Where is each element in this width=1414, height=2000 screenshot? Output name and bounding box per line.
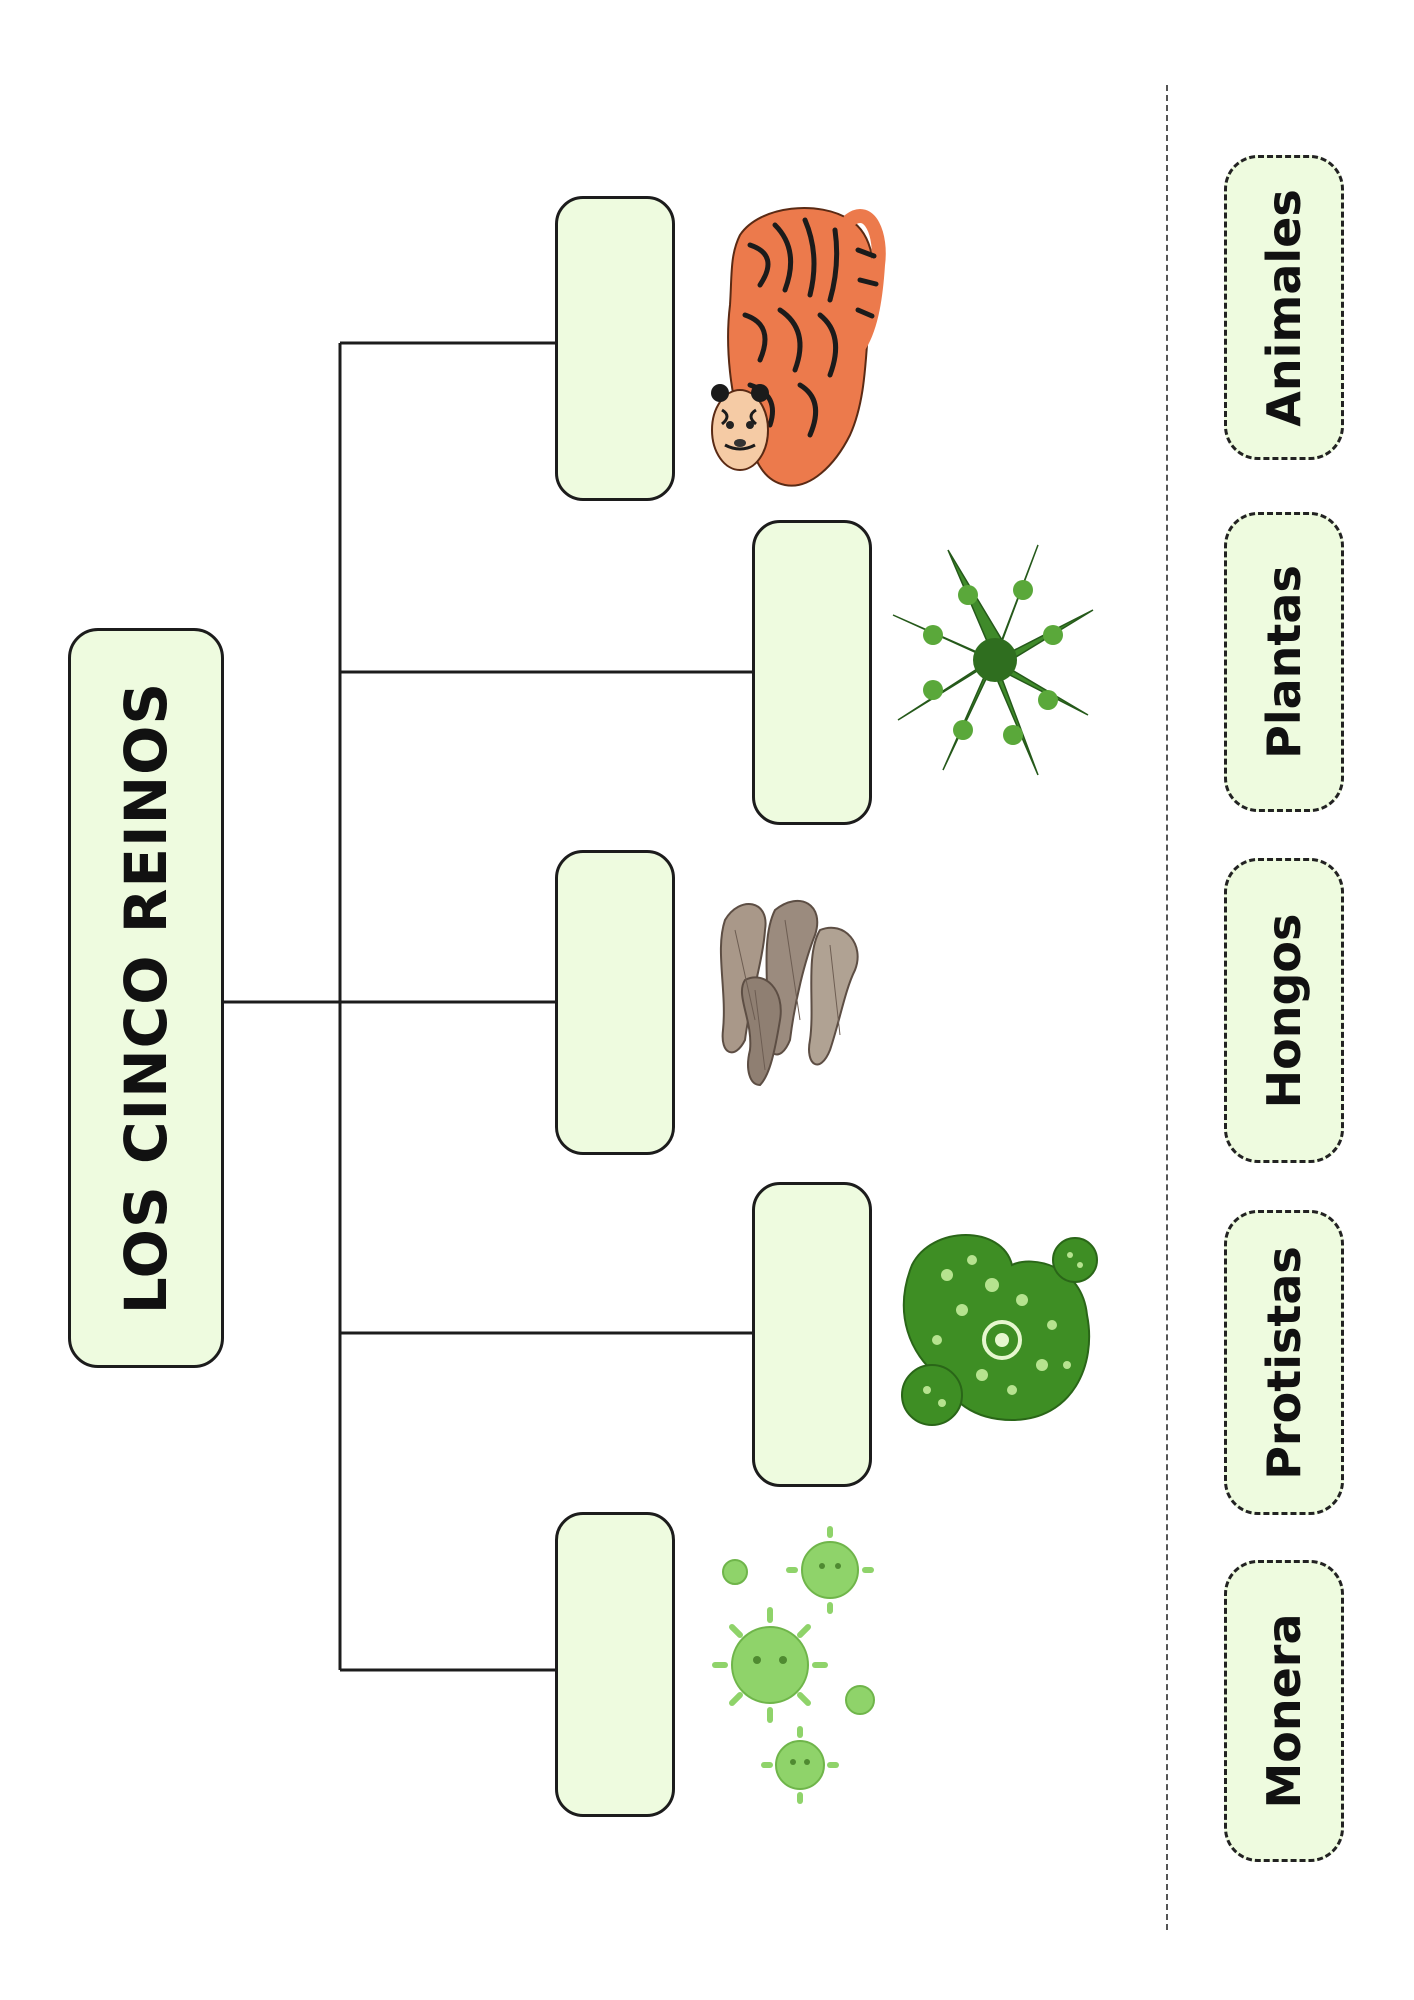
answer-slot-1[interactable] [555, 196, 675, 501]
answer-slot-2[interactable] [752, 520, 872, 825]
tag-label: Plantas [1257, 565, 1311, 759]
bacteria-virus-icon [712, 1526, 875, 1804]
tag-animales[interactable]: Animales [1224, 155, 1344, 460]
tag-protistas[interactable]: Protistas [1224, 1210, 1344, 1515]
tag-label: Animales [1257, 188, 1311, 427]
protist-cells-icon [901, 1234, 1098, 1426]
tag-label: Protistas [1257, 1245, 1311, 1480]
fern-icon [892, 544, 1094, 776]
tag-hongos[interactable]: Hongos [1224, 858, 1344, 1163]
answer-slot-5[interactable] [555, 1512, 675, 1817]
answer-slot-4[interactable] [752, 1182, 872, 1487]
tiger-icon [711, 207, 886, 487]
mushroom-icon [719, 899, 859, 1087]
answer-slot-3[interactable] [555, 850, 675, 1155]
title-box [68, 628, 224, 1368]
tag-monera[interactable]: Monera [1224, 1560, 1344, 1862]
page-title: LOS CINCO REINOS [112, 681, 180, 1315]
cut-divider-line [1166, 85, 1168, 1930]
tag-label: Monera [1257, 1613, 1311, 1809]
tag-plantas[interactable]: Plantas [1224, 512, 1344, 812]
tag-label: Hongos [1257, 913, 1311, 1108]
